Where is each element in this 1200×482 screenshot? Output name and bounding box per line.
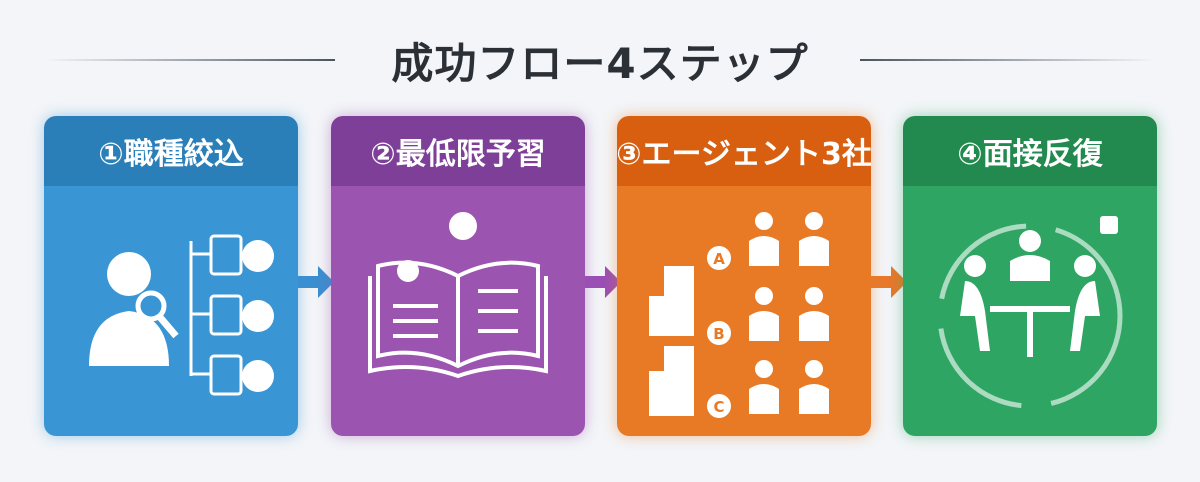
agent-label-b: B bbox=[713, 325, 724, 343]
arrow-right-icon bbox=[585, 266, 621, 298]
title-divider-right bbox=[860, 59, 1155, 61]
page-title: 成功フロー4ステップ bbox=[391, 39, 809, 88]
arrow-right-icon bbox=[298, 266, 334, 298]
open-book-lightbulb-checklist-icon bbox=[368, 212, 548, 379]
step-card-1: ①職種絞込 bbox=[44, 116, 298, 436]
agents-handshake-buildings-icon: A B C bbox=[649, 212, 829, 418]
step-3-title: ③エージェント3社 bbox=[617, 116, 871, 186]
agent-label-a: A bbox=[713, 250, 725, 268]
title-divider-left bbox=[45, 59, 335, 61]
step-card-2: ②最低限予習 bbox=[331, 116, 585, 436]
step-card-4: ④面接反復 bbox=[903, 116, 1157, 436]
interview-cycle-icon bbox=[937, 216, 1123, 409]
agent-label-c: C bbox=[713, 398, 724, 416]
arrow-right-icon bbox=[871, 266, 907, 298]
step-1-title: ①職種絞込 bbox=[44, 116, 298, 186]
step-card-3: ③エージェント3社 A B C bbox=[617, 116, 871, 436]
step-4-title: ④面接反復 bbox=[903, 116, 1157, 186]
job-search-org-chart-icon bbox=[89, 234, 274, 396]
step-2-title: ②最低限予習 bbox=[331, 116, 585, 186]
